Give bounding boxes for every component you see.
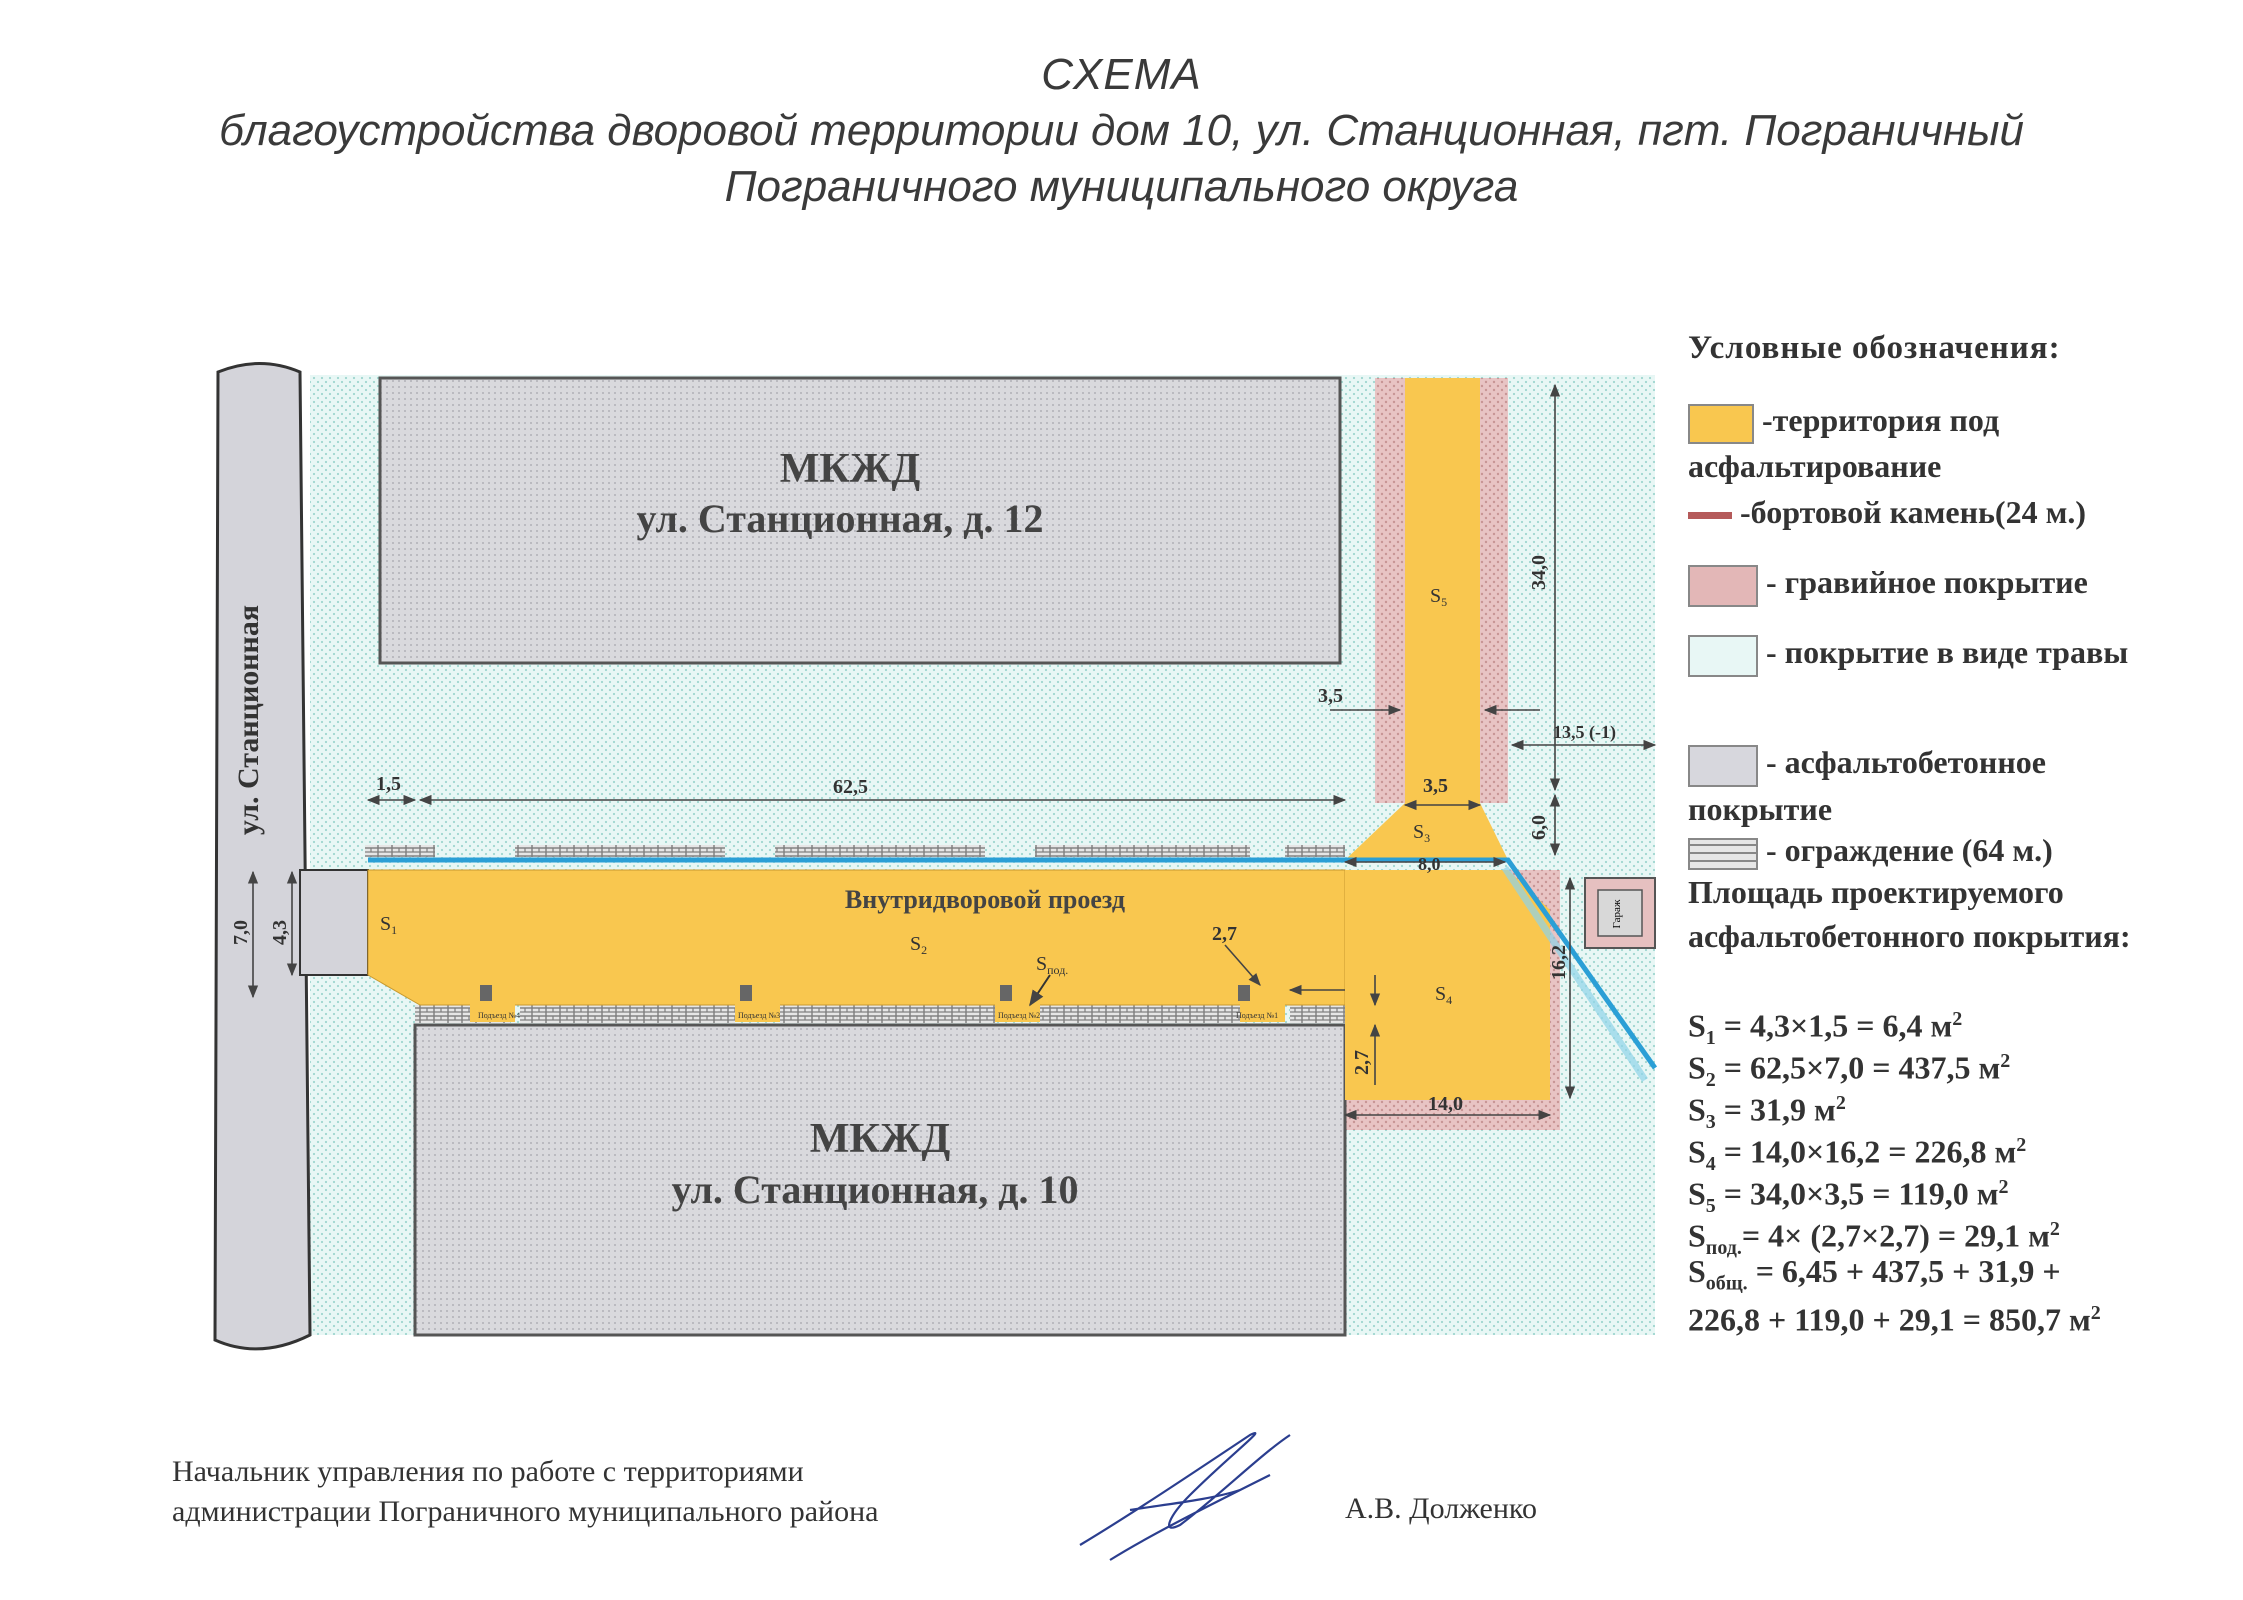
legend-item3-label: - гравийное покрытие [1766, 564, 2088, 600]
label-s1: S1 [380, 913, 397, 937]
dimension-lines [247, 383, 1657, 1121]
dim-8-0: 8,0 [1418, 854, 1441, 874]
signer-name: А.В. Долженко [1345, 1492, 1537, 1525]
spod-pointer [1029, 974, 1051, 1007]
legend-item6-label: - ограждение (64 м.) [1766, 832, 2053, 868]
dim-4-3: 4,3 [269, 920, 291, 945]
entrance-3: Подъезд №3 [738, 1011, 780, 1020]
formula-s1: S1 = 4,3×1,5 = 6,4 м2 [1688, 1007, 1963, 1050]
formula-s2: S2 = 62,5×7,0 = 437,5 м2 [1688, 1049, 2011, 1092]
signature [1079, 1432, 1291, 1561]
zone-labels: S1 S2 S3 S4 S5 Sпод. [380, 585, 1452, 1007]
dim-6-0: 6,0 [1528, 815, 1550, 840]
legend-heading: Условные обозначения: [1688, 330, 2061, 366]
formula-s5: S5 = 34,0×3,5 = 119,0 м2 [1688, 1175, 2009, 1218]
label-s2: S2 [910, 933, 927, 957]
dim-2-7-side: 2,7 [1351, 1050, 1373, 1075]
legend-item-fence: - ограждение (64 м.) [1688, 828, 2053, 872]
zone-s3 [1345, 803, 1508, 860]
dim-7-0: 7,0 [230, 920, 252, 945]
building-12-name: МКЖД [780, 446, 921, 492]
entrance-porches [470, 1002, 1285, 1022]
building-12-address: ул. Станционная, д. 12 [636, 496, 1043, 541]
legend-item-curb: -бортовой камень(24 м.) [1688, 490, 2086, 534]
entrance-1: Подъезд №1 [1236, 1011, 1278, 1020]
formula-total-2: 226,8 + 119,0 + 29,1 = 850,7 м2 [1688, 1301, 2101, 1338]
title-block: СХЕМА благоустройства дворовой территори… [0, 50, 2243, 212]
dim-62-5: 62,5 [833, 776, 868, 798]
footer-line2: администрации Пограничного муниципальног… [172, 1495, 879, 1528]
building-10-name: МКЖД [810, 1116, 951, 1162]
street-road [213, 362, 312, 1351]
footer-position: Начальник управления по работе с террито… [172, 1452, 878, 1532]
building-10 [413, 1023, 1347, 1337]
swatch-gravel [1688, 564, 1758, 607]
entrance-4: Подъезд №4 [478, 1011, 520, 1020]
legend-item5-label: - асфальтобетонное покрытие [1688, 744, 2046, 827]
area-heading: Площадь проектируемого асфальтобетонного… [1688, 874, 2131, 954]
building-10-address: ул. Станционная, д. 10 [671, 1167, 1078, 1212]
zone-s5 [1405, 378, 1480, 803]
swatch-curb [1688, 512, 1732, 520]
dim-16-2: 16,2 [1548, 945, 1570, 980]
gravel-bottom [1345, 870, 1560, 1130]
label-spod: Sпод. [1036, 953, 1068, 977]
legend-item2-label: -бортовой камень(24 м.) [1740, 494, 2087, 530]
formula-total: Sобщ. = 6,45 + 437,5 + 31,9 + [1688, 1253, 2061, 1295]
gravel-right [1480, 378, 1508, 803]
formula-s3: S3 = 31,9 м2 [1688, 1091, 1846, 1134]
dimension-labels: 1,5 62,5 3,5 3,5 34,0 13,5 (-1) 6,0 8,0 … [230, 555, 1616, 1115]
curb-line [368, 857, 1658, 1070]
street-label: ул. Станционная [232, 605, 265, 835]
dim-14-0: 14,0 [1428, 1093, 1463, 1115]
swatch-asphalt-existing [1688, 744, 1758, 787]
label-s3: S3 [1413, 821, 1430, 845]
document-subtitle: благоустройства дворовой территории дом … [219, 106, 2024, 155]
dim-13-5: 13,5 (-1) [1553, 722, 1616, 743]
street-entry [299, 869, 369, 976]
formula-spod: Sпод.= 4× (2,7×2,7) = 29,1 м2 [1688, 1217, 2060, 1260]
swatch-fence [1688, 837, 1758, 870]
legend-item-gravel: - гравийное покрытие [1688, 560, 2088, 607]
document-title: СХЕМА [1041, 50, 1202, 99]
fence [365, 845, 1345, 1023]
legend-item-grass: - покрытие в виде травы [1688, 630, 2178, 677]
driveway-label: Внутридворовой проезд [845, 885, 1125, 914]
legend-item-asphalt-existing: - асфальтобетонное покрытие [1688, 740, 2178, 831]
formula-s4: S4 = 14,0×16,2 = 226,8 м2 [1688, 1133, 2027, 1176]
dim-3-5-mid: 3,5 [1423, 775, 1448, 797]
dim-1-5: 1,5 [376, 773, 401, 795]
dim-2-7-top: 2,7 [1212, 923, 1237, 945]
garage-label: Гараж [1611, 899, 1623, 928]
label-s5: S5 [1430, 585, 1447, 609]
document-subtitle-2: Пограничного муниципального округа [724, 162, 1519, 211]
swatch-grass [1688, 634, 1758, 677]
dim-34-0: 34,0 [1528, 555, 1550, 590]
entrance-labels: Подъезд №4 Подъезд №3 Подъезд №2 Подъезд… [478, 985, 1278, 1020]
zone-s1-s2-driveway [367, 869, 1346, 1006]
zone-s4 [1345, 870, 1550, 1100]
swatch-asphalt-new [1688, 403, 1754, 444]
entrance-2: Подъезд №2 [998, 1011, 1040, 1020]
footer-line1: Начальник управления по работе с террито… [172, 1455, 804, 1488]
legend-item1-label: -территория под асфальтирование [1688, 402, 2000, 484]
gravel-left [1375, 378, 1405, 803]
legend-item4-label: - покрытие в виде травы [1766, 634, 2129, 670]
building-12 [378, 376, 1342, 665]
legend-item-asphalt-new: -территория под асфальтирование [1688, 398, 2168, 488]
dim-3-5-top: 3,5 [1318, 685, 1343, 707]
label-s4: S4 [1435, 983, 1452, 1007]
